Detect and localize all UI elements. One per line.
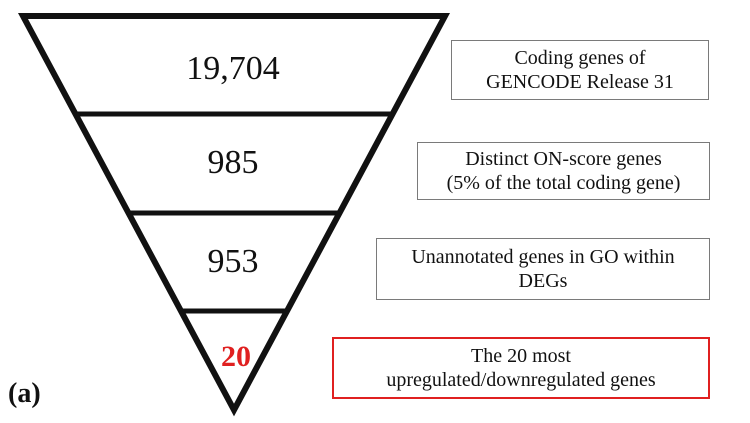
level-1-description-line-2: GENCODE Release 31 xyxy=(486,71,674,93)
level-2-description-line-1: Distinct ON-score genes xyxy=(465,148,662,170)
level-4-description-box: The 20 most upregulated/downregulated ge… xyxy=(332,337,710,399)
level-3-count: 953 xyxy=(207,243,259,280)
level-1-count: 19,704 xyxy=(186,50,280,87)
level-3-description-box: Unannotated genes in GO within DEGs xyxy=(376,238,710,300)
level-4-description-line-2: upregulated/downregulated genes xyxy=(386,369,656,391)
level-2-description-box: Distinct ON-score genes (5% of the total… xyxy=(417,142,710,200)
level-4-description-line-1: The 20 most xyxy=(470,345,571,367)
level-4-count: 20 xyxy=(221,340,251,373)
level-3-description-line-2: DEGs xyxy=(518,270,568,292)
panel-label: (a) xyxy=(8,378,41,409)
level-1-description-box: Coding genes of GENCODE Release 31 xyxy=(451,40,709,100)
level-2-count: 985 xyxy=(207,144,259,181)
level-2-description-line-2: (5% of the total coding gene) xyxy=(446,172,681,194)
level-3-description-line-1: Unannotated genes in GO within xyxy=(411,246,675,268)
level-1-description-line-1: Coding genes of xyxy=(514,47,646,69)
